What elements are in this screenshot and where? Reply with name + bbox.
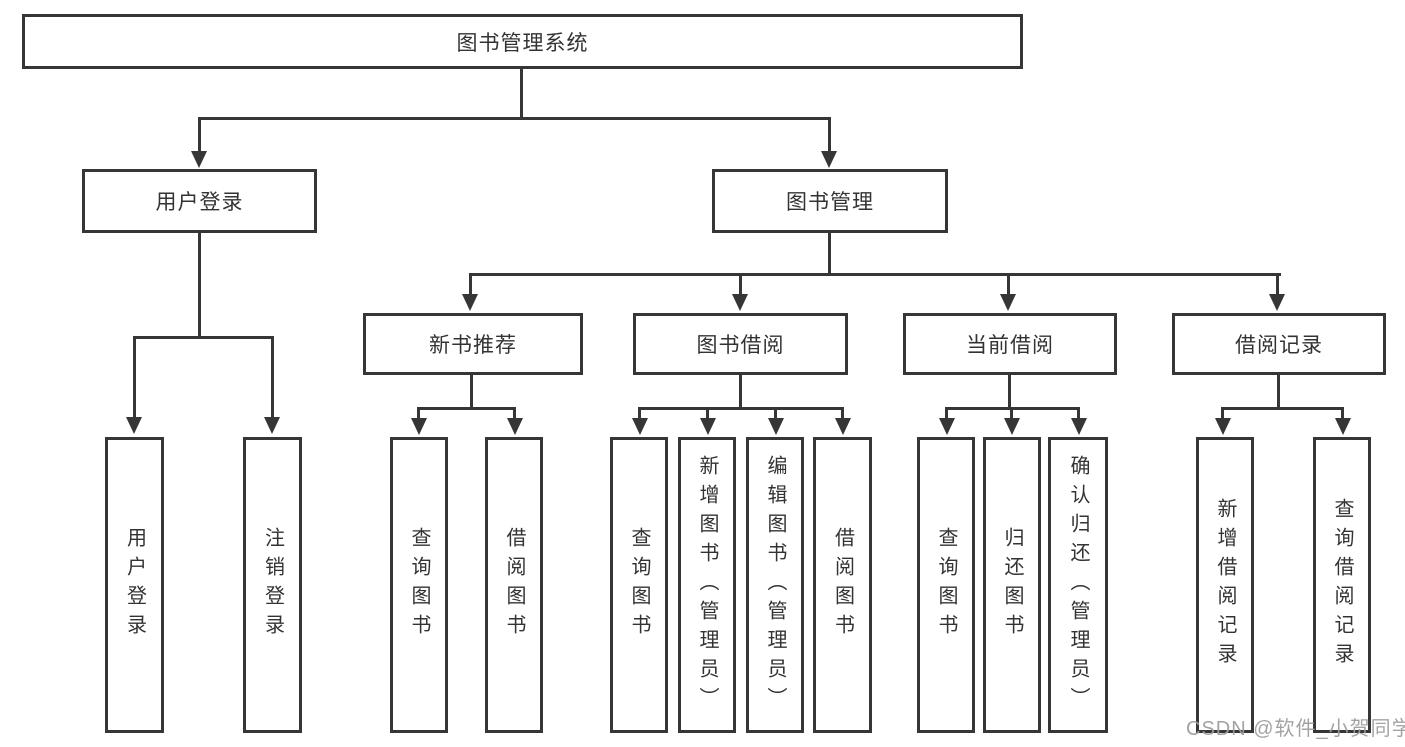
line-segment <box>133 336 274 339</box>
line-segment <box>706 407 709 420</box>
node-user-login: 用户登录 <box>82 169 317 233</box>
leaf-label: 用户登录 <box>123 527 146 643</box>
arrowhead-icon <box>732 294 748 311</box>
leaf-label: 新增图书（管理员） <box>696 454 718 716</box>
line-segment <box>198 233 201 338</box>
leaf-confirm-return-admin: 确认归还（管理员） <box>1048 437 1108 733</box>
line-segment <box>1276 273 1279 295</box>
node-book-borrow: 图书借阅 <box>633 313 848 375</box>
leaf-user-login: 用户登录 <box>105 437 164 733</box>
line-segment <box>828 233 831 275</box>
leaf-label: 编辑图书（管理员） <box>764 454 786 716</box>
leaf-label: 确认归还（管理员） <box>1067 454 1089 716</box>
line-segment <box>417 407 516 410</box>
node-book-management: 图书管理 <box>712 169 948 233</box>
leaf-query-books-1: 查询图书 <box>390 437 448 733</box>
arrowhead-icon <box>264 417 280 434</box>
arrowhead-icon <box>835 418 851 435</box>
line-segment <box>1007 273 1010 295</box>
leaf-label: 注销登录 <box>261 527 284 643</box>
leaf-label: 借阅图书 <box>831 527 854 643</box>
leaf-label: 查询借阅记录 <box>1331 498 1353 672</box>
arrowhead-icon <box>507 418 523 435</box>
line-segment <box>638 407 641 420</box>
leaf-query-books-2: 查询图书 <box>610 437 668 733</box>
arrowhead-icon <box>632 418 648 435</box>
line-segment <box>1221 407 1224 420</box>
leaf-borrow-books-2: 借阅图书 <box>813 437 872 733</box>
leaf-logout: 注销登录 <box>243 437 302 733</box>
node-library-system: 图书管理系统 <box>22 14 1023 69</box>
leaf-borrow-books-1: 借阅图书 <box>485 437 543 733</box>
line-segment <box>470 375 473 409</box>
line-segment <box>417 407 420 420</box>
arrowhead-icon <box>1071 418 1087 435</box>
node-borrow-record: 借阅记录 <box>1172 313 1386 375</box>
line-segment <box>638 407 843 410</box>
leaf-add-books-admin: 新增图书（管理员） <box>678 437 736 733</box>
node-current-borrow: 当前借阅 <box>903 313 1117 375</box>
leaf-label: 借阅图书 <box>503 527 525 643</box>
arrowhead-icon <box>462 294 478 311</box>
line-segment <box>198 117 831 120</box>
line-segment <box>1008 375 1011 409</box>
arrowhead-icon <box>768 418 784 435</box>
line-segment <box>1277 375 1280 409</box>
arrowhead-icon <box>1269 294 1285 311</box>
arrowhead-icon <box>1004 418 1020 435</box>
line-segment <box>133 336 136 418</box>
line-segment <box>469 273 472 295</box>
arrowhead-icon <box>939 418 955 435</box>
leaf-label: 归还图书 <box>1001 527 1023 643</box>
line-segment <box>828 117 831 152</box>
leaf-add-borrow-record: 新增借阅记录 <box>1196 437 1254 733</box>
line-segment <box>841 407 844 420</box>
line-segment <box>513 407 516 420</box>
arrowhead-icon <box>1335 418 1351 435</box>
leaf-return-books: 归还图书 <box>983 437 1041 733</box>
line-segment <box>271 336 274 418</box>
line-segment <box>739 273 742 295</box>
line-segment <box>469 273 1281 276</box>
arrowhead-icon <box>700 418 716 435</box>
node-new-book-recommend: 新书推荐 <box>363 313 583 375</box>
leaf-label: 查询图书 <box>408 527 430 643</box>
leaf-label: 查询图书 <box>628 527 650 643</box>
line-segment <box>945 407 948 420</box>
arrowhead-icon <box>191 151 207 168</box>
line-segment <box>1077 407 1080 420</box>
leaf-query-borrow-record: 查询借阅记录 <box>1313 437 1371 733</box>
arrowhead-icon <box>821 151 837 168</box>
line-segment <box>774 407 777 420</box>
leaf-label: 查询图书 <box>935 527 957 643</box>
arrowhead-icon <box>1215 418 1231 435</box>
leaf-edit-books-admin: 编辑图书（管理员） <box>746 437 804 733</box>
line-segment <box>1221 407 1343 410</box>
leaf-label: 新增借阅记录 <box>1214 498 1236 672</box>
arrowhead-icon <box>126 417 142 434</box>
line-segment <box>520 69 523 117</box>
line-segment <box>1341 407 1344 420</box>
arrowhead-icon <box>1000 294 1016 311</box>
watermark: CSDN @软件_小贺同学 <box>1186 718 1405 740</box>
line-segment <box>1010 407 1013 420</box>
line-segment <box>739 375 742 409</box>
line-segment <box>198 117 201 152</box>
arrowhead-icon <box>411 418 427 435</box>
leaf-query-books-3: 查询图书 <box>917 437 975 733</box>
